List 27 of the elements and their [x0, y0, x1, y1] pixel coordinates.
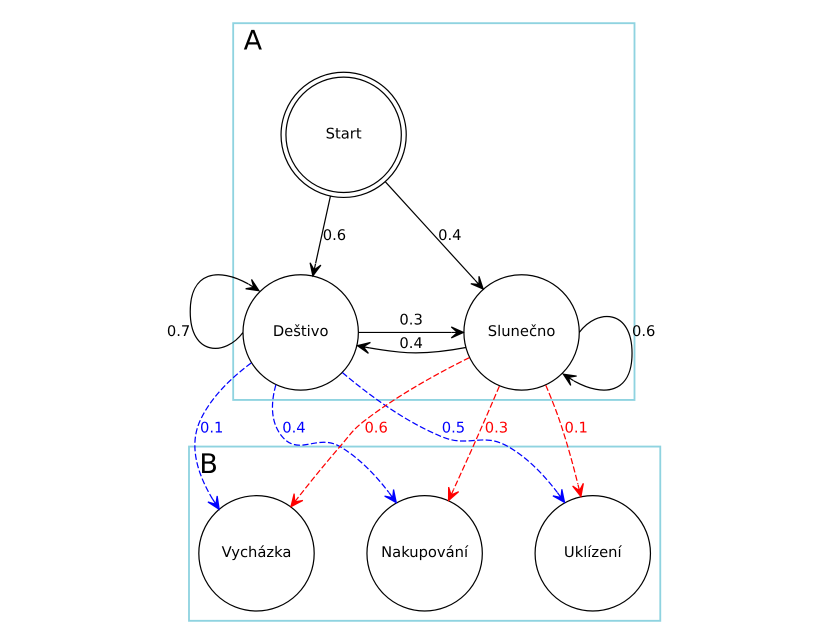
node-circle: Deštivo — [242, 274, 358, 391]
edge-label: 0.3 — [484, 420, 508, 437]
arrow — [384, 181, 484, 290]
edge-label: 0.5 — [441, 420, 465, 437]
arrow — [356, 342, 466, 354]
arrow — [308, 196, 330, 277]
arrow — [194, 362, 252, 510]
edge-label: 0.1 — [199, 420, 223, 437]
arrow — [342, 372, 565, 504]
edge-label: 0.3 — [398, 312, 422, 329]
arrow — [290, 357, 470, 508]
edge-label: 0.4 — [282, 420, 306, 437]
edge-label: 0.6 — [322, 226, 346, 244]
node-circle: Start — [280, 72, 406, 198]
arrow — [189, 274, 260, 349]
arrow — [447, 386, 500, 502]
arrow — [544, 384, 584, 498]
edge-label: 0.4 — [438, 226, 462, 244]
edge-label: 0.7 — [166, 323, 190, 340]
arrow — [562, 316, 632, 391]
edge-label: 0.1 — [564, 420, 588, 437]
arrow — [358, 326, 464, 339]
edge-label: 0.6 — [364, 420, 388, 437]
arrow — [271, 384, 396, 504]
node-circle: Uklízení — [534, 495, 651, 612]
node-circle: Nakupování — [366, 495, 482, 612]
edge-label: 0.4 — [398, 334, 422, 352]
